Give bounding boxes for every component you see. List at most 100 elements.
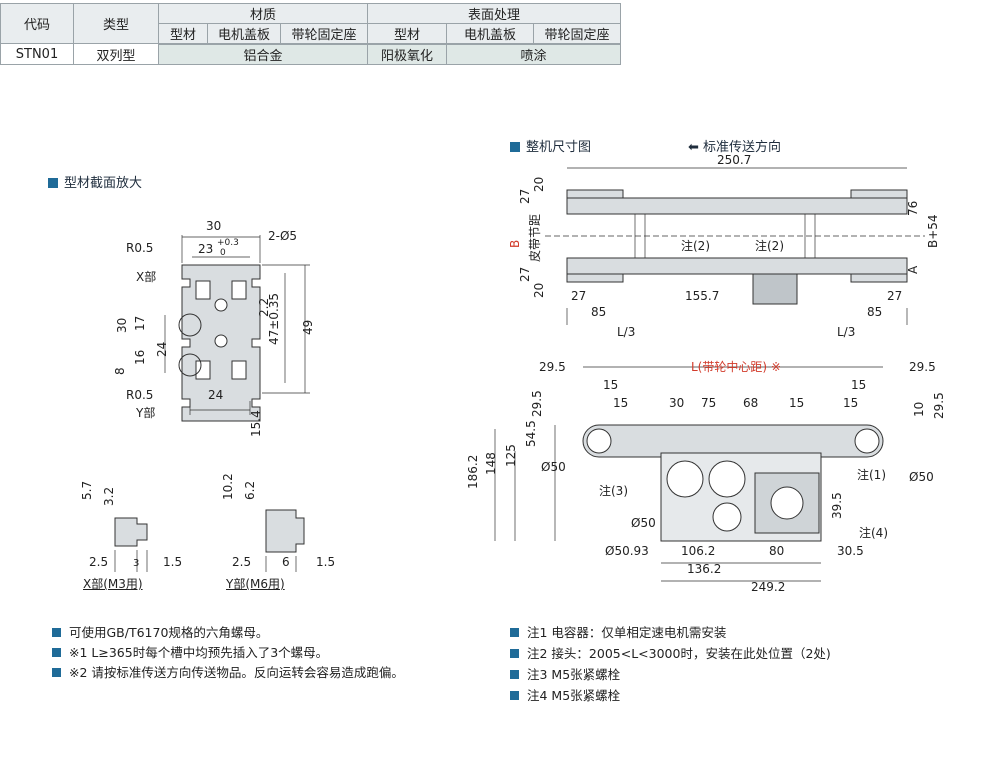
surface-other-value: 喷涂 — [446, 44, 621, 65]
note-right-4: 注4 M5张紧螺栓 — [510, 685, 620, 704]
dim-29-5c: 29.5 — [530, 390, 544, 417]
dim-27a: 27 — [518, 189, 532, 204]
dim-154: 15.4 — [249, 410, 263, 437]
arrow-left-icon: ⬅ — [688, 140, 704, 155]
note-left-2: ※1 L≥365时每个槽中均预先插入了3个螺母。 — [52, 642, 328, 661]
dim-155-7: 155.7 — [685, 289, 719, 303]
dim-20b: 20 — [532, 283, 546, 298]
note-left-3: ※2 请按标准传送方向传送物品。反向运转会容易造成跑偏。 — [52, 662, 404, 681]
dim-23-tol-up: +0.3 — [217, 238, 239, 248]
dim-24h: 24 — [208, 388, 223, 402]
dim-y-102: 10.2 — [222, 473, 235, 500]
dim-76: 76 — [906, 201, 920, 216]
dim-22: 2.2 — [257, 298, 271, 317]
overall-section-title: 整机尺寸图 — [510, 136, 591, 155]
dim-15b: 15 — [851, 378, 866, 392]
dim-8: 8 — [113, 367, 127, 375]
sub-motor-cover: 电机盖板 — [207, 23, 281, 44]
label-x-part: X部 — [136, 269, 156, 284]
dim-b54: B+54 — [926, 214, 940, 248]
dim-30-5: 30.5 — [837, 544, 864, 558]
note-2b: 注(2) — [755, 238, 784, 253]
dim-75: 75 — [701, 396, 716, 410]
mark-ref: ※ — [771, 360, 781, 374]
dim-29-5a: 29.5 — [539, 360, 566, 374]
direction-label: ⬅ 标准传送方向 — [688, 140, 782, 155]
dim-85b: 85 — [867, 305, 882, 319]
note-right-1: 注1 电容器：仅单相定速电机需安装 — [510, 622, 726, 641]
surface-profile-value: 阳极氧化 — [367, 44, 447, 65]
note-1: 注(1) — [857, 467, 886, 482]
col-code: 代码 — [0, 3, 74, 44]
dim-80: 80 — [769, 544, 784, 558]
dim-250-7: 250.7 — [717, 153, 751, 167]
y-detail: 10.2 6.2 2.5 6 1.5 Y部(M6用) — [222, 473, 335, 590]
dim-x-15: 1.5 — [163, 555, 182, 569]
dim-x-57: 5.7 — [80, 481, 94, 500]
dim-29-5b: 29.5 — [909, 360, 936, 374]
dim-holes: 2-Ø5 — [268, 229, 297, 243]
dim-23: 23 — [198, 242, 213, 256]
dim-85a: 85 — [591, 305, 606, 319]
dim-148: 148 — [484, 452, 498, 475]
col-type: 类型 — [73, 3, 159, 44]
dim-x-32: 3.2 — [102, 487, 116, 506]
label-y-part: Y部 — [135, 405, 155, 420]
dim-23-tol-dn: 0 — [220, 248, 226, 258]
profile-section-title: 型材截面放大 — [48, 172, 142, 191]
dim-68: 68 — [743, 396, 758, 410]
dim-l3a: L/3 — [617, 325, 635, 339]
type-value: 双列型 — [73, 43, 159, 65]
sub-profile-2: 型材 — [367, 23, 447, 44]
spec-table: 代码 类型 材质 表面处理 型材 电机盖板 带轮固定座 型材 电机盖板 带轮固定… — [0, 3, 621, 65]
dim-x-25: 2.5 — [89, 555, 108, 569]
dim-17: 17 — [133, 316, 147, 331]
dim-106-2: 106.2 — [681, 544, 715, 558]
dim-b: B — [508, 240, 522, 248]
dim-r05-top: R0.5 — [126, 241, 153, 255]
note-2a: 注(2) — [681, 238, 710, 253]
dim-39-5: 39.5 — [830, 492, 844, 519]
dim-l-center: L(带轮中心距) — [691, 359, 767, 374]
dim-15a: 15 — [603, 378, 618, 392]
sub-pulley-seat-2: 带轮固定座 — [533, 23, 621, 44]
dim-49: 49 — [301, 320, 315, 335]
sub-pulley-seat: 带轮固定座 — [280, 23, 368, 44]
material-value: 铝合金 — [158, 44, 368, 65]
dim-24v: 24 — [155, 342, 169, 357]
dim-y-15: 1.5 — [316, 555, 335, 569]
x-detail: 5.7 3.2 2.5 3 1.5 X部(M3用) — [80, 481, 182, 590]
dim-y-25: 2.5 — [232, 555, 251, 569]
label-pitch: 皮带节距 — [528, 214, 542, 262]
dim-o50a: Ø50 — [541, 460, 566, 474]
dim-54-5: 54.5 — [524, 420, 538, 447]
dim-16: 16 — [133, 350, 147, 365]
dim-l3b: L/3 — [837, 325, 855, 339]
dim-186-2: 186.2 — [466, 455, 480, 489]
dim-30v: 30 — [115, 318, 129, 333]
dim-27d: 27 — [887, 289, 902, 303]
label-y-detail: Y部(M6用) — [225, 576, 285, 590]
dim-r05-bot: R0.5 — [126, 388, 153, 402]
note-left-1: 可使用GB/T6170规格的六角螺母。 — [52, 622, 268, 641]
note-right-2: 注2 接头：2005<L<3000时，安装在此处位置（2处) — [510, 643, 831, 662]
col-material: 材质 — [158, 3, 368, 24]
note-4: 注(4) — [859, 525, 888, 540]
profile-cross-section: 30 23 +0.3 0 2-Ø5 R0.5 X部 30 17 16 24 8 … — [113, 219, 315, 437]
dim-15c: 15 — [613, 396, 628, 410]
top-view-drawing: 250.7 20 27 皮带节距 B 27 20 76 B+54 A 注(2) … — [508, 153, 940, 339]
label-x-detail: X部(M3用) — [83, 576, 143, 590]
sub-motor-cover-2: 电机盖板 — [446, 23, 534, 44]
code-value: STN01 — [0, 43, 74, 65]
dim-10: 10 — [912, 402, 926, 417]
dim-o50c: Ø50 — [631, 516, 656, 530]
dim-47: 47±0.35 — [267, 293, 281, 345]
dim-x-3: 3 — [133, 558, 139, 569]
dim-o50-93: Ø50.93 — [605, 544, 649, 558]
dim-y-62: 6.2 — [243, 481, 257, 500]
dim-o50b: Ø50 — [909, 470, 934, 484]
col-surface: 表面处理 — [367, 3, 621, 24]
dim-29-5d: 29.5 — [932, 392, 946, 419]
note-right-3: 注3 M5张紧螺栓 — [510, 664, 620, 683]
dim-30: 30 — [669, 396, 684, 410]
